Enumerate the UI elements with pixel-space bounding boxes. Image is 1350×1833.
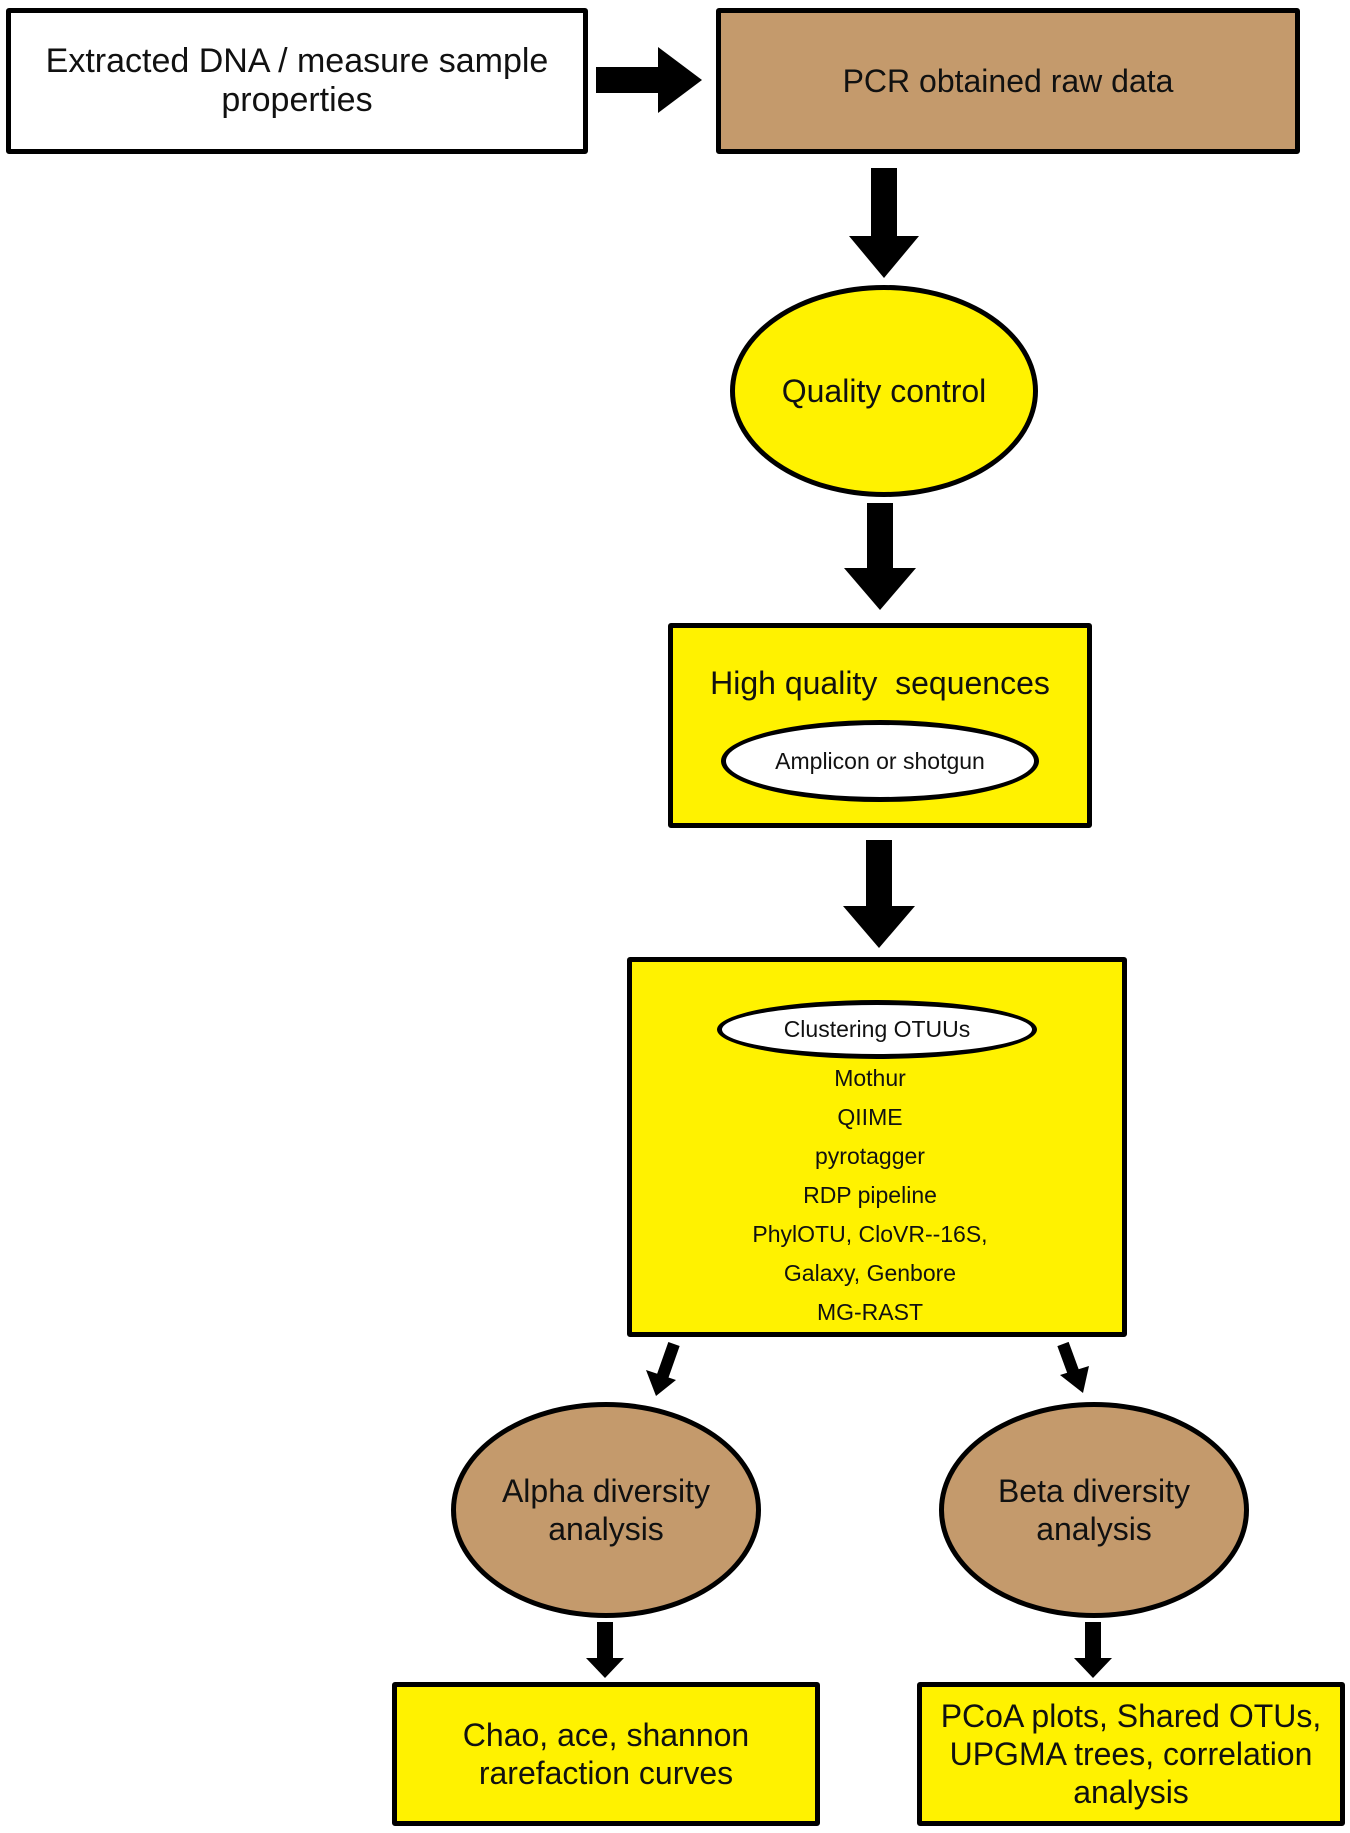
arrow-pcr-to-quality — [849, 168, 919, 278]
extract-dna-box: Extracted DNA / measure sample propertie… — [6, 8, 588, 154]
clustering-box: Clustering OTUUs Mothur QIIME pyrotagger… — [627, 957, 1127, 1337]
pcr-raw-data-box: PCR obtained raw data — [716, 8, 1300, 154]
tool-item: RDP pipeline — [803, 1182, 937, 1208]
quality-control-ellipse: Quality control — [730, 285, 1038, 497]
quality-control-label: Quality control — [781, 373, 987, 409]
extract-dna-label: Extracted DNA / measure sample propertie… — [45, 42, 549, 119]
clustering-otus-ellipse: Clustering OTUUs — [717, 1000, 1037, 1059]
arrow-hq-to-cluster — [843, 840, 915, 948]
arrow-quality-to-hq — [844, 503, 916, 610]
beta-output-line1: PCoA plots, Shared OTUs, — [940, 1698, 1322, 1734]
alpha-output-line1: Chao, ace, shannon — [462, 1717, 750, 1753]
pcr-label: PCR obtained raw data — [842, 63, 1174, 99]
alpha-output-box: Chao, ace, shannon rarefaction curves — [392, 1682, 820, 1826]
amplicon-shotgun-label: Amplicon or shotgun — [775, 747, 985, 774]
alpha-diversity-ellipse: Alpha diversity analysis — [451, 1402, 761, 1618]
arrow-extract-to-pcr — [596, 47, 702, 113]
tool-list: Mothur QIIME pyrotagger RDP pipeline Phy… — [752, 1059, 987, 1332]
beta-diversity-line2: analysis — [1036, 1511, 1152, 1547]
tool-item: MG-RAST — [816, 1299, 924, 1325]
beta-output-line2: UPGMA trees, correlation — [949, 1736, 1313, 1772]
beta-output-line3: analysis — [1073, 1774, 1189, 1810]
alpha-output-line2: rarefaction curves — [478, 1755, 734, 1791]
tool-item: Galaxy, Genbore — [783, 1260, 957, 1286]
beta-diversity-ellipse: Beta diversity analysis — [939, 1402, 1249, 1618]
beta-output-box: PCoA plots, Shared OTUs, UPGMA trees, co… — [917, 1682, 1345, 1826]
beta-diversity-line1: Beta diversity — [997, 1473, 1191, 1509]
clustering-otus-label: Clustering OTUUs — [783, 1016, 971, 1042]
tool-item: QIIME — [837, 1104, 903, 1130]
arrow-cluster-to-alpha — [646, 1342, 680, 1396]
tool-item: Mothur — [834, 1065, 906, 1091]
high-quality-sequences-box: High quality sequences Amplicon or shotg… — [668, 623, 1092, 828]
tool-item: pyrotagger — [815, 1143, 925, 1169]
alpha-diversity-line2: analysis — [548, 1511, 664, 1547]
amplicon-shotgun-ellipse: Amplicon or shotgun — [721, 720, 1039, 802]
high-quality-sequences-label: High quality sequences — [710, 665, 1050, 701]
alpha-diversity-line1: Alpha diversity — [501, 1473, 711, 1509]
tool-item: PhylOTU, CloVR--16S, — [752, 1221, 988, 1247]
arrow-beta-to-output — [1074, 1622, 1112, 1678]
arrow-alpha-to-output — [586, 1622, 624, 1678]
arrow-cluster-to-beta — [1057, 1341, 1089, 1393]
